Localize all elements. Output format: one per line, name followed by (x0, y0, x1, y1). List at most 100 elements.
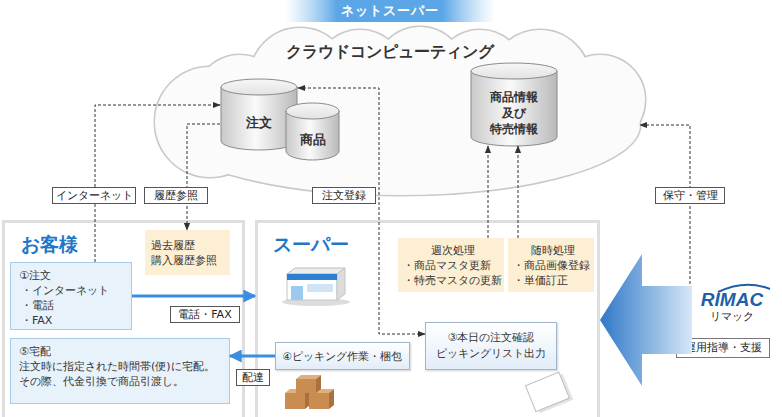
cloud-part (315, 30, 405, 120)
box-top (309, 389, 334, 393)
node-heading: クラウドコンピューティング (280, 42, 500, 63)
text-area: 商品情報 及び 特売情報 (482, 80, 546, 146)
store-illustration (282, 268, 350, 306)
customer-region: お客様 過去履歴 購入履歴参照 ①注文・インターネット・電話・FAX ⑤宅配注文時に指… (2, 220, 245, 417)
node-text: 注文時に指定された時間帯(便)に宅配。その際、代金引換で商品引渡し。 (19, 359, 225, 389)
node-heading: 運用指導・支援 (685, 341, 762, 355)
box-top (285, 389, 310, 393)
block-arrow (600, 254, 692, 386)
delivery-box: ⑤宅配注文時に指定された時間帯(便)に宅配。その際、代金引換で商品引渡し。 (10, 338, 230, 404)
cloud-shape: クラウドコンピューティング注文商品 商品情報 及び 特売情報 (140, 18, 660, 203)
order-box: ①注文・インターネット・電話・FAX (10, 262, 132, 330)
cylinder-top (221, 79, 297, 95)
picking-list-paper (525, 371, 573, 414)
text-area: お客様 (21, 232, 78, 258)
cloud-part (490, 30, 590, 130)
support-box: 運用指導・支援 (676, 338, 770, 358)
node-heading: ①注文 (19, 268, 127, 283)
node-heading: 随時処理 (513, 243, 592, 258)
store-sign (287, 274, 337, 280)
cloud-part (435, 30, 525, 120)
box-side (305, 389, 310, 409)
node-heading: 注文 (246, 114, 272, 132)
node-text: ・商品画像登録 (513, 258, 592, 273)
node-outline (220, 78, 298, 150)
connector (640, 125, 690, 284)
text-area: ⑤宅配注文時に指定された時間帯(便)に宅配。その際、代金引換で商品引渡し。 (19, 344, 225, 389)
cloud-part (490, 30, 590, 130)
adhoc-process-box: 随時処理・商品画像登録・単価訂正 (508, 238, 594, 292)
cylinder-body (471, 71, 557, 146)
cloud-outline (155, 27, 645, 195)
box-side (316, 375, 321, 393)
node-heading: ④ピッキング作業・梱包 (283, 349, 402, 363)
cloud-part (555, 55, 645, 145)
cloud-part (315, 30, 405, 120)
database-cylinder: 商品情報 及び 特売情報 (470, 62, 558, 146)
cloud-part (160, 55, 640, 195)
cloud-part (375, 27, 465, 117)
node-outline (285, 102, 340, 160)
node-heading: スーパー (273, 232, 349, 258)
store-front (287, 274, 337, 300)
connector (230, 355, 275, 358)
store-shadow (282, 298, 350, 306)
node-heading: 過去履歴 購入履歴参照 (151, 238, 227, 268)
step-box: ④ピッキング作業・梱包 (275, 342, 410, 370)
node-text: ・電話 (19, 298, 127, 313)
cloud-part (195, 55, 285, 145)
banner-band: ネットスーパー (285, 0, 495, 22)
text-area: ネットスーパー (285, 0, 495, 22)
cloud-part (155, 67, 265, 177)
box-side (329, 389, 334, 409)
store-side (337, 268, 345, 300)
cylinder-top (471, 63, 557, 79)
text-area: 週次処理・商品マスタ更新・特売マスタの更新 (403, 238, 502, 292)
history-box: 過去履歴 購入履歴参照 (145, 230, 230, 275)
database-cylinder: 注文 (220, 78, 298, 150)
text-area: 注文 (220, 96, 298, 150)
paper-shadow (529, 374, 573, 413)
node-text: リマック (710, 310, 754, 324)
cloud-part (160, 55, 640, 195)
cloud-part (195, 55, 285, 145)
node-heading: ③本日の注文確認 ピッキングリスト出力 (429, 330, 553, 362)
cloud-fill (155, 27, 645, 195)
node-text: ・商品マスタ更新 (403, 258, 502, 273)
text-area: 過去履歴 購入履歴参照 (151, 230, 227, 275)
node-text: ・FAX (19, 313, 127, 328)
edge-label: インターネット (52, 187, 136, 204)
cloud-part (375, 27, 465, 117)
text-area: 運用指導・支援 (677, 339, 769, 357)
text-area: クラウドコンピューティング (280, 42, 500, 63)
connector (187, 124, 220, 230)
cylinder-body (221, 87, 297, 150)
edge-label: 配達 (236, 369, 270, 386)
node-outline (285, 0, 495, 22)
store-window (307, 284, 333, 292)
paper-sheet (525, 372, 569, 411)
connector (518, 146, 519, 238)
node-heading: 商品情報 及び 特売情報 (482, 89, 546, 137)
store-roof (287, 268, 345, 274)
node-heading: RIMAC (701, 289, 763, 310)
edge-label: 履歴参照 (144, 187, 208, 204)
edge-label: 電話・FAX (170, 306, 240, 323)
connector (132, 295, 255, 298)
text-area: 商品 (285, 120, 340, 160)
company-logo: RIMACリマック (692, 284, 772, 328)
node-text: ・単価訂正 (513, 273, 592, 288)
supermarket-region: スーパー 週次処理・商品マスタ更新・特売マスタの更新随時処理・商品画像登録・単価訂… (255, 220, 600, 417)
cloud-part (250, 28, 350, 128)
text-area: ①注文・インターネット・電話・FAX (19, 268, 127, 328)
node-outline (470, 62, 558, 146)
box-front (296, 379, 316, 393)
cylinder-body (286, 111, 339, 160)
node-heading: ⑤宅配 (19, 344, 225, 359)
text-area: ④ピッキング作業・梱包 (276, 343, 409, 369)
